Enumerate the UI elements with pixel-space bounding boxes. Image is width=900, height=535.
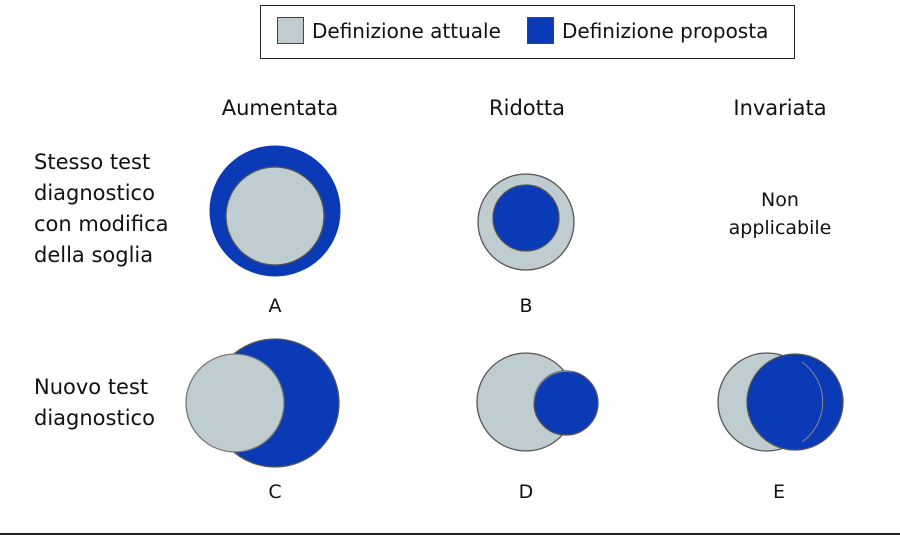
legend-item-proposed: Definizione proposta [527,17,768,44]
not-applicable-line: Non [761,189,799,211]
diagram-c [185,338,340,468]
legend-label-current: Definizione attuale [312,18,501,43]
row-header-line: della soglia [34,243,154,267]
row-header-line: con modifica [34,212,169,236]
bottom-divider [0,533,900,535]
proposed-definition-swatch [527,17,554,44]
case-label-e: E [772,481,785,503]
row-header-line: Stesso test [34,150,151,174]
not-applicable-line: applicabile [728,217,832,239]
case-label-d: D [518,481,534,503]
overlap-outline [801,361,824,443]
column-header-reduced: Ridotta [489,96,565,120]
proposed-circle [746,353,844,451]
diagram-b [477,173,575,271]
current-circle [225,166,325,266]
case-label-a: A [268,295,282,317]
column-header-unchanged: Invariata [733,96,827,120]
row-header-new-test: Nuovo test diagnostico [34,372,155,434]
row-header-line: diagnostico [34,181,155,205]
current-circle [185,353,285,453]
not-applicable-text: Non applicabile [690,186,870,242]
row-header-threshold: Stesso test diagnostico con modifica del… [34,147,169,271]
row-header-line: Nuovo test [34,375,149,399]
overlap-outline [533,370,573,404]
diagram-e [717,352,844,452]
case-label-b: B [519,295,533,317]
legend: Definizione attuale Definizione proposta [260,5,795,59]
current-definition-swatch [277,17,304,44]
column-header-increased: Aumentata [221,96,339,120]
legend-item-current: Definizione attuale [277,17,501,44]
proposed-circle [492,184,560,252]
diagram-a [209,145,341,277]
legend-label-proposed: Definizione proposta [562,18,769,43]
case-label-c: C [268,481,282,503]
diagram-d [476,352,599,452]
row-header-line: diagnostico [34,406,155,430]
